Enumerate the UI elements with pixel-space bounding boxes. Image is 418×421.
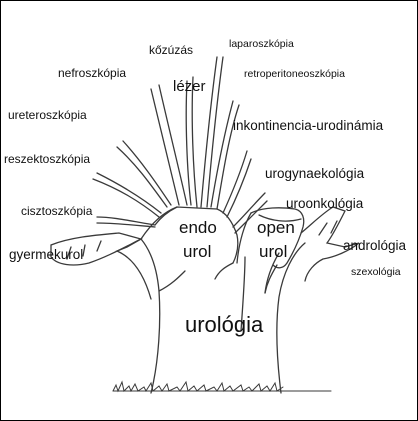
branch-reszektoszkopia: [93, 179, 159, 217]
label-kozuzas: kőzúzás: [149, 44, 193, 56]
label-gyermekurol: gyermekurol: [9, 248, 83, 262]
label-urologia: urológia: [185, 314, 263, 336]
label-inkontinencia: inkontinencia-urodinámia: [233, 119, 383, 133]
label-ureteroszkopia: ureteroszkópia: [8, 109, 87, 121]
tree-trunk: [117, 239, 160, 393]
label-andrologia: andrológia: [343, 239, 406, 253]
branch-nefroszkopia: [151, 89, 179, 205]
tree-trunk-right: [277, 243, 305, 393]
label-reszektoszkopia: reszektoszkópia: [4, 153, 90, 165]
label-urogynaekologia: urogynaekológia: [265, 167, 364, 181]
label-cisztoszkopia: cisztoszkópia: [21, 205, 92, 217]
label-urol-right: urol: [259, 243, 287, 260]
label-endo: endo: [179, 219, 217, 236]
label-laparoszkopia: laparoszkópia: [229, 39, 294, 50]
label-lezer: lézer: [173, 79, 206, 94]
branch-kozuzas: [186, 81, 191, 205]
label-retroperitoneoszkopia: retroperitoneoszkópia: [244, 69, 345, 80]
branch-inkontinencia: [223, 151, 247, 213]
branch-retroperitoneo: [211, 101, 233, 207]
label-nefroszkopia: nefroszkópia: [58, 67, 126, 79]
label-szexologia: szexológia: [351, 267, 401, 278]
label-urol-left: urol: [183, 243, 211, 260]
label-uroonkologia: uroonkológia: [286, 197, 363, 211]
label-open: open: [257, 219, 295, 236]
branch-ureteroszkopia: [117, 147, 167, 207]
ground-grass: [113, 382, 283, 391]
